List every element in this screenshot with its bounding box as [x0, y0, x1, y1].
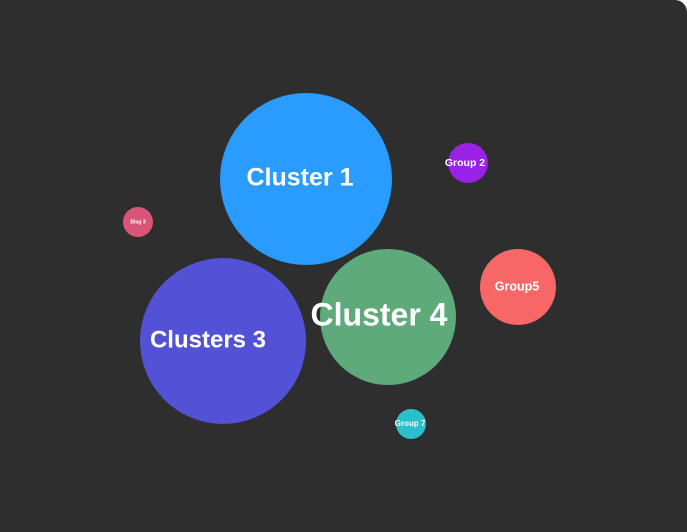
bubble-label-cluster-4: Cluster 4: [311, 296, 448, 332]
bubble-circle-blog-3[interactable]: [123, 207, 153, 237]
bubble-group-7[interactable]: Group 7: [395, 409, 426, 439]
bubble-label-group-2: Group 2: [445, 157, 485, 169]
bubble-label-group5: Group5: [495, 279, 539, 293]
bubble-circle-clusters-3[interactable]: [140, 258, 306, 424]
bubble-circle-group-7[interactable]: [396, 409, 426, 439]
bubble-blog-3[interactable]: Blog 3: [123, 207, 153, 237]
bubble-label-cluster-1: Cluster 1: [247, 164, 354, 192]
bubble-cluster-4[interactable]: Cluster 4: [311, 249, 456, 385]
bubble-circle-group-2[interactable]: [448, 143, 488, 183]
bubble-group-2[interactable]: Group 2: [445, 143, 488, 183]
bubble-clusters-3[interactable]: Clusters 3: [140, 258, 306, 424]
bubble-label-clusters-3: Clusters 3: [150, 326, 266, 353]
bubble-label-blog-3: Blog 3: [130, 219, 145, 225]
bubble-group5[interactable]: Group5: [480, 249, 556, 325]
bubble-circle-cluster-1[interactable]: [220, 93, 392, 265]
bubble-circle-cluster-4[interactable]: [320, 249, 456, 385]
bubble-cluster-1[interactable]: Cluster 1: [220, 93, 392, 265]
bubble-label-group-7: Group 7: [395, 419, 426, 428]
bubble-circle-group5[interactable]: [480, 249, 556, 325]
